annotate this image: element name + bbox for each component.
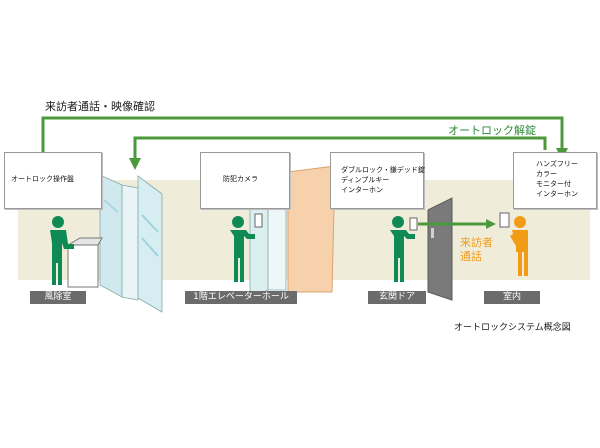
visitor-voice-line-2: 通話	[460, 250, 482, 263]
visitor-voice-line-1: 来訪者	[460, 236, 493, 249]
windbreak-glass-doors	[99, 174, 163, 313]
person-at-door	[390, 216, 415, 282]
area-label-elevator-hall: 1階エレベーターホール	[185, 291, 297, 304]
room-monitor-unit	[499, 212, 510, 228]
area-label-windbreak: 風除室	[30, 291, 86, 304]
visitor-call-label: 来訪者通話・映像確認	[45, 100, 155, 113]
panel-callout: オートロック操作盤	[4, 152, 102, 209]
unlock-flow-line	[133, 136, 547, 160]
interphone-line-2: カラー	[536, 170, 557, 178]
area-label-entrance: 玄関ドア	[368, 291, 426, 304]
person-in-hall	[230, 216, 255, 282]
camera-callout: 防犯カメラ	[200, 152, 290, 209]
resident-person	[510, 216, 528, 276]
interphone-callout: ハンズフリー カラー モニター付 インターホン	[513, 152, 597, 209]
interphone-line-4: インターホン	[536, 190, 578, 198]
entrance-door	[427, 197, 453, 301]
person-at-panel	[50, 216, 74, 285]
door-intercom-unit	[409, 217, 418, 231]
area-label-room: 室内	[484, 291, 540, 304]
open-door-leaf	[287, 165, 336, 293]
door-lock-line-1: ダブルロック・鎌デッド錠	[341, 166, 425, 174]
interphone-line-3: モニター付	[536, 180, 571, 188]
hall-intercom-unit	[254, 213, 263, 228]
panel-callout-text: オートロック操作盤	[11, 175, 74, 183]
door-lock-line-2: ディンプルキー	[341, 176, 390, 184]
door-lock-callout: ダブルロック・鎌デッド錠 ディンプルキー インターホン	[330, 152, 425, 209]
diagram-caption: オートロックシステム概念図	[454, 323, 571, 333]
unlock-label: オートロック解錠	[448, 124, 536, 137]
interphone-line-1: ハンズフリー	[536, 160, 578, 168]
visitor-call-flow-line	[41, 116, 564, 162]
operation-panel-stand	[66, 237, 103, 288]
camera-callout-text: 防犯カメラ	[223, 175, 258, 183]
door-lock-line-3: インターホン	[341, 186, 383, 194]
